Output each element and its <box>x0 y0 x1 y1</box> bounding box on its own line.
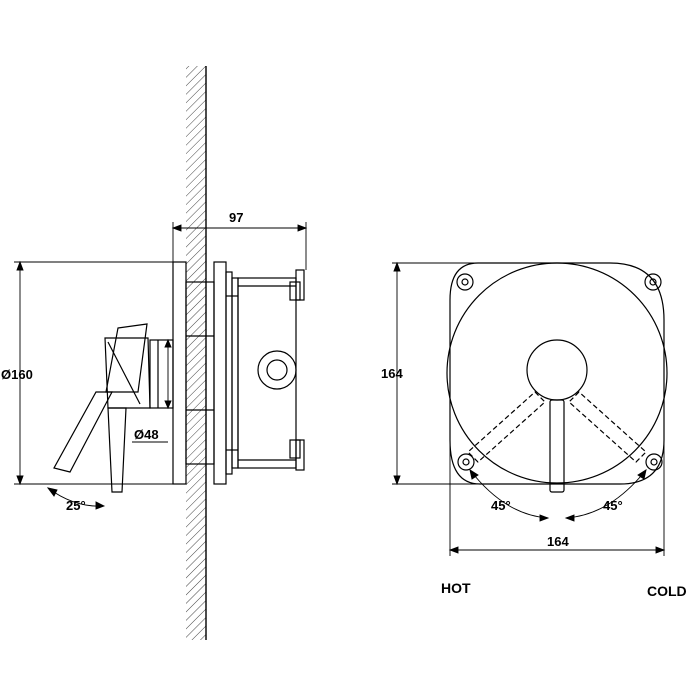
diameter-plate-label: Ø160 <box>1 367 33 382</box>
width-front-label: 164 <box>547 534 569 549</box>
dia-arrow-top <box>16 260 24 271</box>
hub-dia-arrow-top <box>164 338 172 348</box>
front-lever-center <box>549 399 565 493</box>
height-arrow-bottom <box>393 475 401 486</box>
ear-top-left <box>456 273 474 291</box>
angle-45-arrow-r1 <box>564 514 575 522</box>
ear-top-right-hole <box>649 278 657 286</box>
angle-25-arrow-right <box>95 501 106 510</box>
depth-arrow-right <box>297 224 308 232</box>
ear-bottom-left-hole <box>462 458 470 466</box>
front-handle-knob <box>526 339 588 401</box>
angle-45-arrow-r2 <box>637 469 647 480</box>
bottom-tab-inner <box>289 439 301 459</box>
width-arrow-left <box>448 546 459 554</box>
top-tab-inner <box>289 281 301 301</box>
handle-lever <box>107 407 127 493</box>
diameter-handle-label: Ø48 <box>134 427 159 442</box>
ear-top-left-hole <box>461 278 469 286</box>
width-arrow-right <box>655 546 666 554</box>
front-lever-hot <box>467 391 546 463</box>
dia-arrow-bottom <box>16 475 24 486</box>
front-dimensions <box>392 261 666 556</box>
angle-45-arrow-l2 <box>539 514 550 522</box>
front-cover-plate <box>446 262 668 484</box>
angle-left-label: 45° <box>491 498 511 513</box>
ear-bottom-left <box>457 453 475 471</box>
angle-right-label: 45° <box>603 498 623 513</box>
angle-45-arc-right <box>565 469 647 519</box>
body-rib-2 <box>231 277 239 469</box>
wall-hatch <box>186 66 206 640</box>
angle-45-arc-left <box>469 469 549 519</box>
side-port-outer <box>257 350 297 390</box>
height-front-label: 164 <box>381 366 403 381</box>
handle-cap-crease <box>107 341 141 405</box>
ear-bottom-right <box>645 453 663 471</box>
back-box <box>449 262 665 485</box>
body-flange <box>213 261 227 485</box>
cold-label: COLD <box>647 583 687 599</box>
depth-arrow-left <box>171 224 182 232</box>
angle-25-arrow-left <box>46 487 58 497</box>
front-lever-cold <box>568 391 647 463</box>
front-view <box>446 262 668 493</box>
depth-label: 97 <box>229 210 243 225</box>
cover-plate <box>172 261 187 485</box>
handle-tilted-lever <box>53 391 113 473</box>
angle-side-label: 25° <box>66 498 86 513</box>
ear-bottom-right-hole <box>650 458 658 466</box>
handle-tilted-head <box>105 323 148 393</box>
body-rib-1 <box>225 271 233 475</box>
angle-45-arrow-l1 <box>469 469 479 480</box>
side-port-inner <box>266 359 288 381</box>
handle-hub <box>149 339 174 409</box>
side-view <box>53 66 305 640</box>
ear-top-right <box>644 273 662 291</box>
side-dimensions <box>14 222 308 510</box>
height-arrow-top <box>393 261 401 272</box>
hub-dia-arrow-bottom <box>164 400 172 410</box>
hot-label: HOT <box>441 580 471 596</box>
